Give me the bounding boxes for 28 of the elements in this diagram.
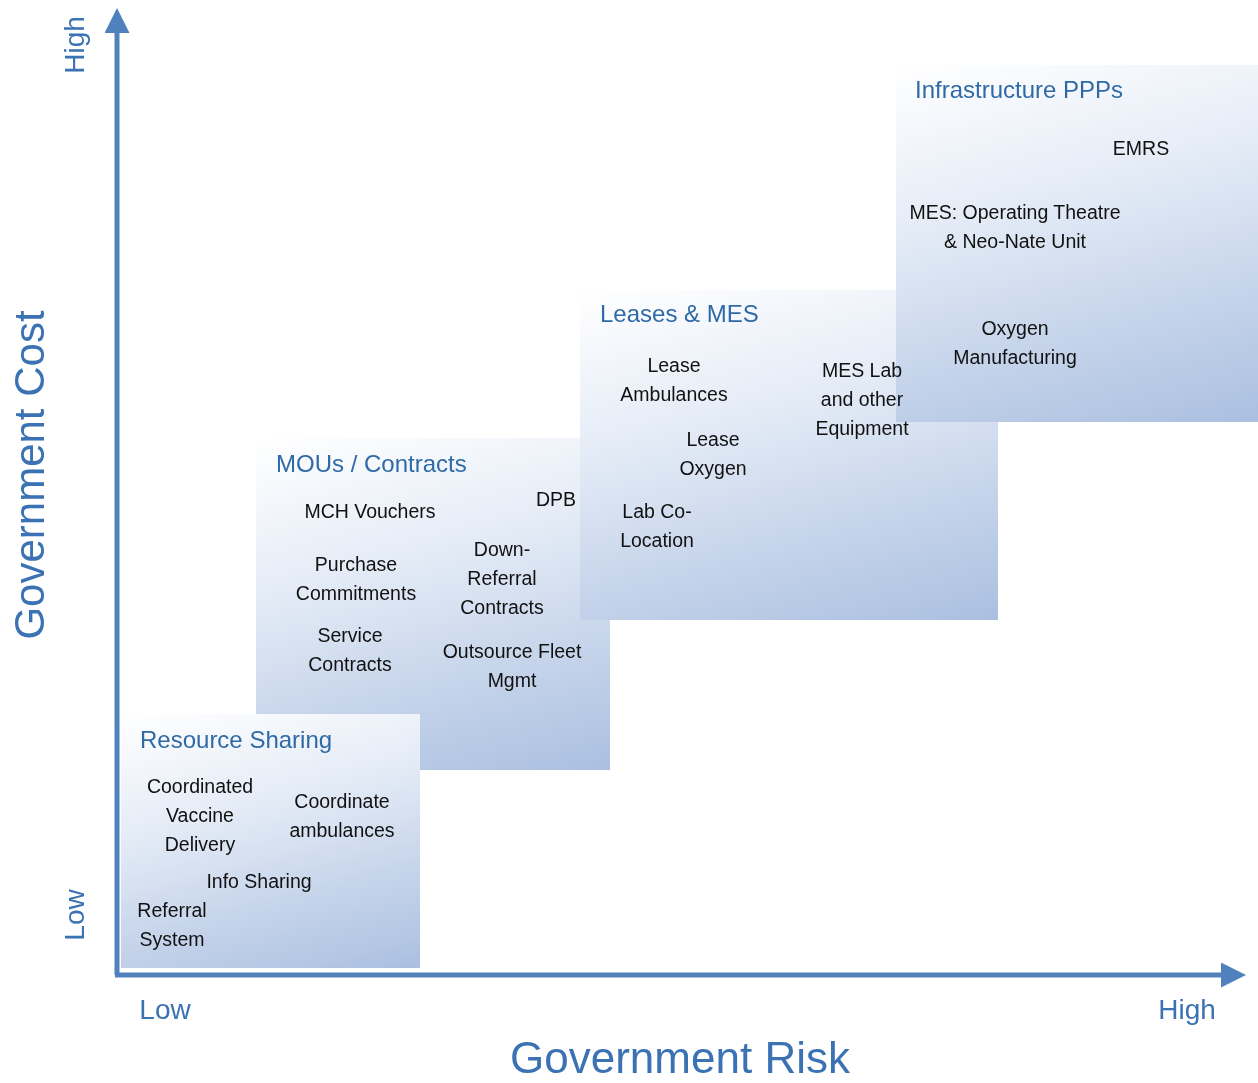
item-label: Purchase Commitments — [294, 552, 418, 606]
item-label: Info Sharing — [205, 869, 313, 894]
item-label: Referral System — [136, 898, 208, 952]
item-label: Lab Co- Location — [619, 499, 695, 553]
axis-title: Government Risk — [510, 1033, 850, 1083]
item-label: MCH Vouchers — [303, 499, 437, 524]
item-label: Coordinated Vaccine Delivery — [145, 774, 255, 857]
axis-tick-label: High — [1158, 994, 1216, 1026]
axis-tick-label: Low — [139, 994, 191, 1026]
axis-tick-label: High — [59, 16, 91, 74]
item-label: DPB — [534, 487, 578, 512]
category-heading: Leases & MES — [600, 300, 759, 328]
axis-title: Government Cost — [6, 310, 54, 640]
item-label: MES Lab and other Equipment — [814, 358, 910, 441]
item-label: Lease Ambulances — [619, 353, 729, 407]
item-label: Coordinate ambulances — [288, 789, 396, 843]
item-label: EMRS — [1111, 136, 1171, 161]
item-label: Oxygen Manufacturing — [952, 316, 1078, 370]
category-heading: Infrastructure PPPs — [915, 76, 1124, 104]
category-box — [121, 714, 420, 968]
category-heading: Resource Sharing — [140, 726, 333, 754]
axis-tick-label: Low — [59, 889, 91, 941]
item-label: Lease Oxygen — [678, 427, 748, 481]
item-label: Down- Referral Contracts — [459, 537, 545, 620]
item-label: MES: Operating Theatre & Neo-Nate Unit — [908, 200, 1122, 254]
category-heading: MOUs / Contracts — [276, 450, 467, 478]
item-label: Outsource Fleet Mgmt — [442, 639, 582, 693]
item-label: Service Contracts — [307, 623, 393, 677]
